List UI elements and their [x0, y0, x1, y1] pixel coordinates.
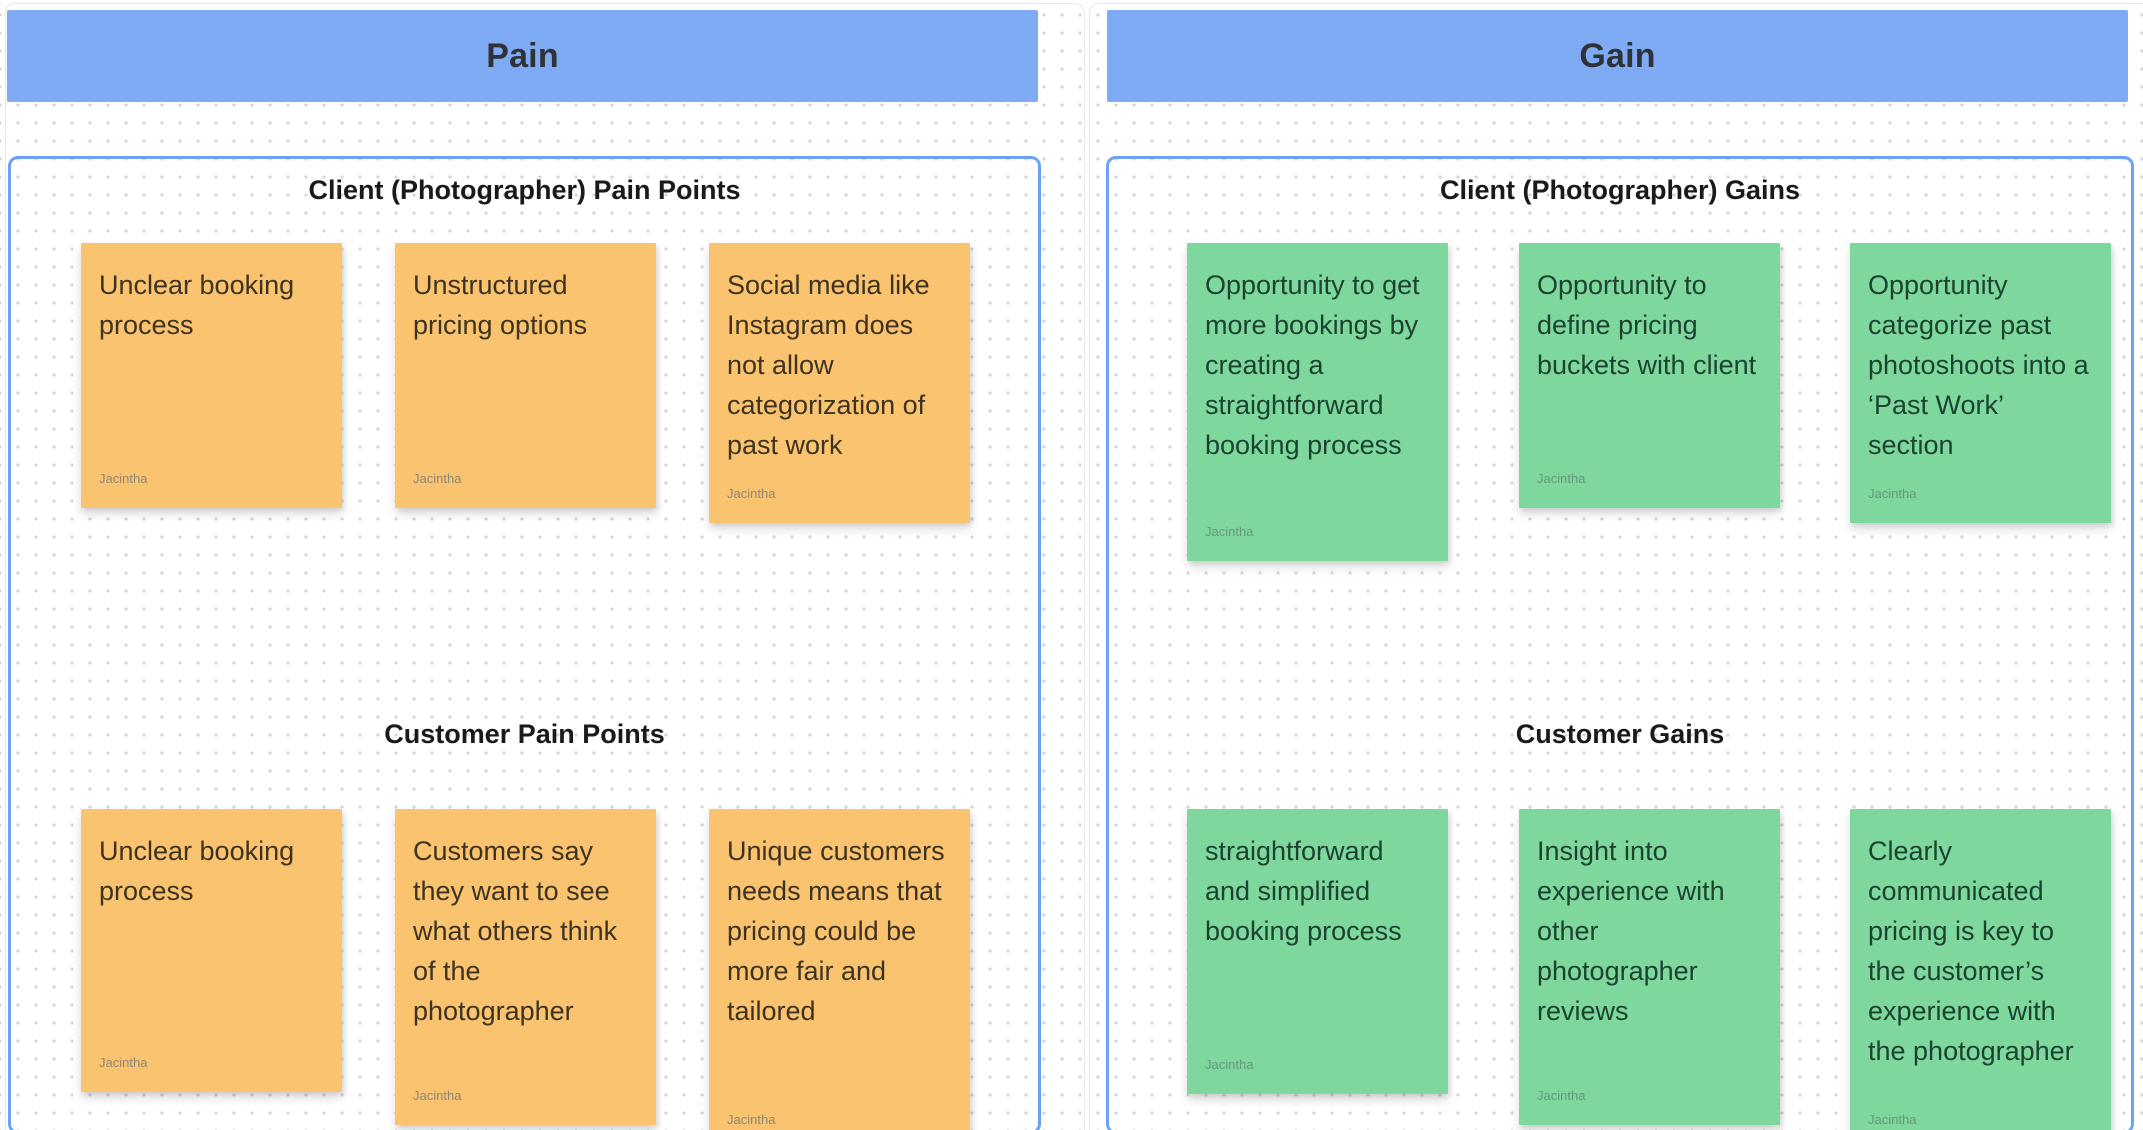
- sticky-note-unstructured-pricing[interactable]: Unstructured pricing options Jacintha: [395, 243, 656, 508]
- column-header-gain[interactable]: Gain: [1107, 10, 2128, 102]
- sticky-note-unclear-booking-2[interactable]: Unclear booking process Jacintha: [81, 809, 342, 1092]
- column-header-gain-label: Gain: [1579, 36, 1656, 75]
- sticky-note-author: Jacintha: [1537, 471, 1586, 486]
- frame-pain[interactable]: [5, 3, 1085, 1130]
- section-title-client-pain-points[interactable]: Client (Photographer) Pain Points: [308, 175, 741, 205]
- sticky-note-author: Jacintha: [99, 1055, 148, 1070]
- section-title-customer-gains[interactable]: Customer Gains: [1515, 719, 1725, 749]
- sticky-note-author: Jacintha: [1868, 1112, 1917, 1127]
- column-header-pain[interactable]: Pain: [7, 10, 1038, 102]
- sticky-note-text: Opportunity to define pricing buckets wi…: [1537, 270, 1757, 380]
- sticky-note-social-media[interactable]: Social media like Instagram does not all…: [709, 243, 970, 523]
- sticky-note-text: Unique customers needs means that pricin…: [727, 836, 945, 1026]
- sticky-note-text: Unstructured pricing options: [413, 270, 588, 340]
- sticky-note-insight-reviews[interactable]: Insight into experience with other photo…: [1519, 809, 1780, 1125]
- sticky-note-text: Customers say they want to see what othe…: [413, 836, 618, 1026]
- panel-gain[interactable]: Client (Photographer) Gains Opportunity …: [1106, 156, 2134, 1130]
- sticky-note-text: straightforward and simplified booking p…: [1205, 836, 1402, 946]
- panel-pain[interactable]: Client (Photographer) Pain Points Unclea…: [8, 156, 1041, 1130]
- sticky-note-clear-pricing[interactable]: Clearly communicated pricing is key to t…: [1850, 809, 2111, 1130]
- section-title-client-gains[interactable]: Client (Photographer) Gains: [1439, 175, 1801, 205]
- sticky-note-pricing-buckets[interactable]: Opportunity to define pricing buckets wi…: [1519, 243, 1780, 508]
- sticky-note-unique-needs[interactable]: Unique customers needs means that pricin…: [709, 809, 970, 1130]
- sticky-note-author: Jacintha: [1868, 486, 1917, 501]
- sticky-note-author: Jacintha: [727, 1112, 776, 1127]
- sticky-note-text: Opportunity categorize past photoshoots …: [1868, 270, 2089, 460]
- sticky-note-author: Jacintha: [1205, 524, 1254, 539]
- column-header-pain-label: Pain: [486, 36, 559, 75]
- sticky-note-simplified-booking[interactable]: straightforward and simplified booking p…: [1187, 809, 1448, 1094]
- frame-gain[interactable]: [1089, 3, 2143, 1130]
- sticky-note-past-work-section[interactable]: Opportunity categorize past photoshoots …: [1850, 243, 2111, 523]
- sticky-note-text: Opportunity to get more bookings by crea…: [1205, 270, 1420, 460]
- sticky-note-text: Clearly communicated pricing is key to t…: [1868, 836, 2074, 1066]
- sticky-note-text: Unclear booking process: [99, 270, 295, 340]
- sticky-note-author: Jacintha: [1537, 1088, 1586, 1103]
- sticky-note-unclear-booking-1[interactable]: Unclear booking process Jacintha: [81, 243, 342, 508]
- sticky-note-text: Insight into experience with other photo…: [1537, 836, 1725, 1026]
- sticky-note-customers-say[interactable]: Customers say they want to see what othe…: [395, 809, 656, 1125]
- sticky-note-author: Jacintha: [99, 471, 148, 486]
- section-title-customer-pain-points[interactable]: Customer Pain Points: [384, 719, 665, 749]
- sticky-note-author: Jacintha: [1205, 1057, 1254, 1072]
- sticky-note-author: Jacintha: [413, 1088, 462, 1103]
- sticky-note-author: Jacintha: [413, 471, 462, 486]
- sticky-note-more-bookings[interactable]: Opportunity to get more bookings by crea…: [1187, 243, 1448, 561]
- sticky-note-text: Unclear booking process: [99, 836, 295, 906]
- sticky-note-author: Jacintha: [727, 486, 776, 501]
- sticky-note-text: Social media like Instagram does not all…: [727, 270, 930, 460]
